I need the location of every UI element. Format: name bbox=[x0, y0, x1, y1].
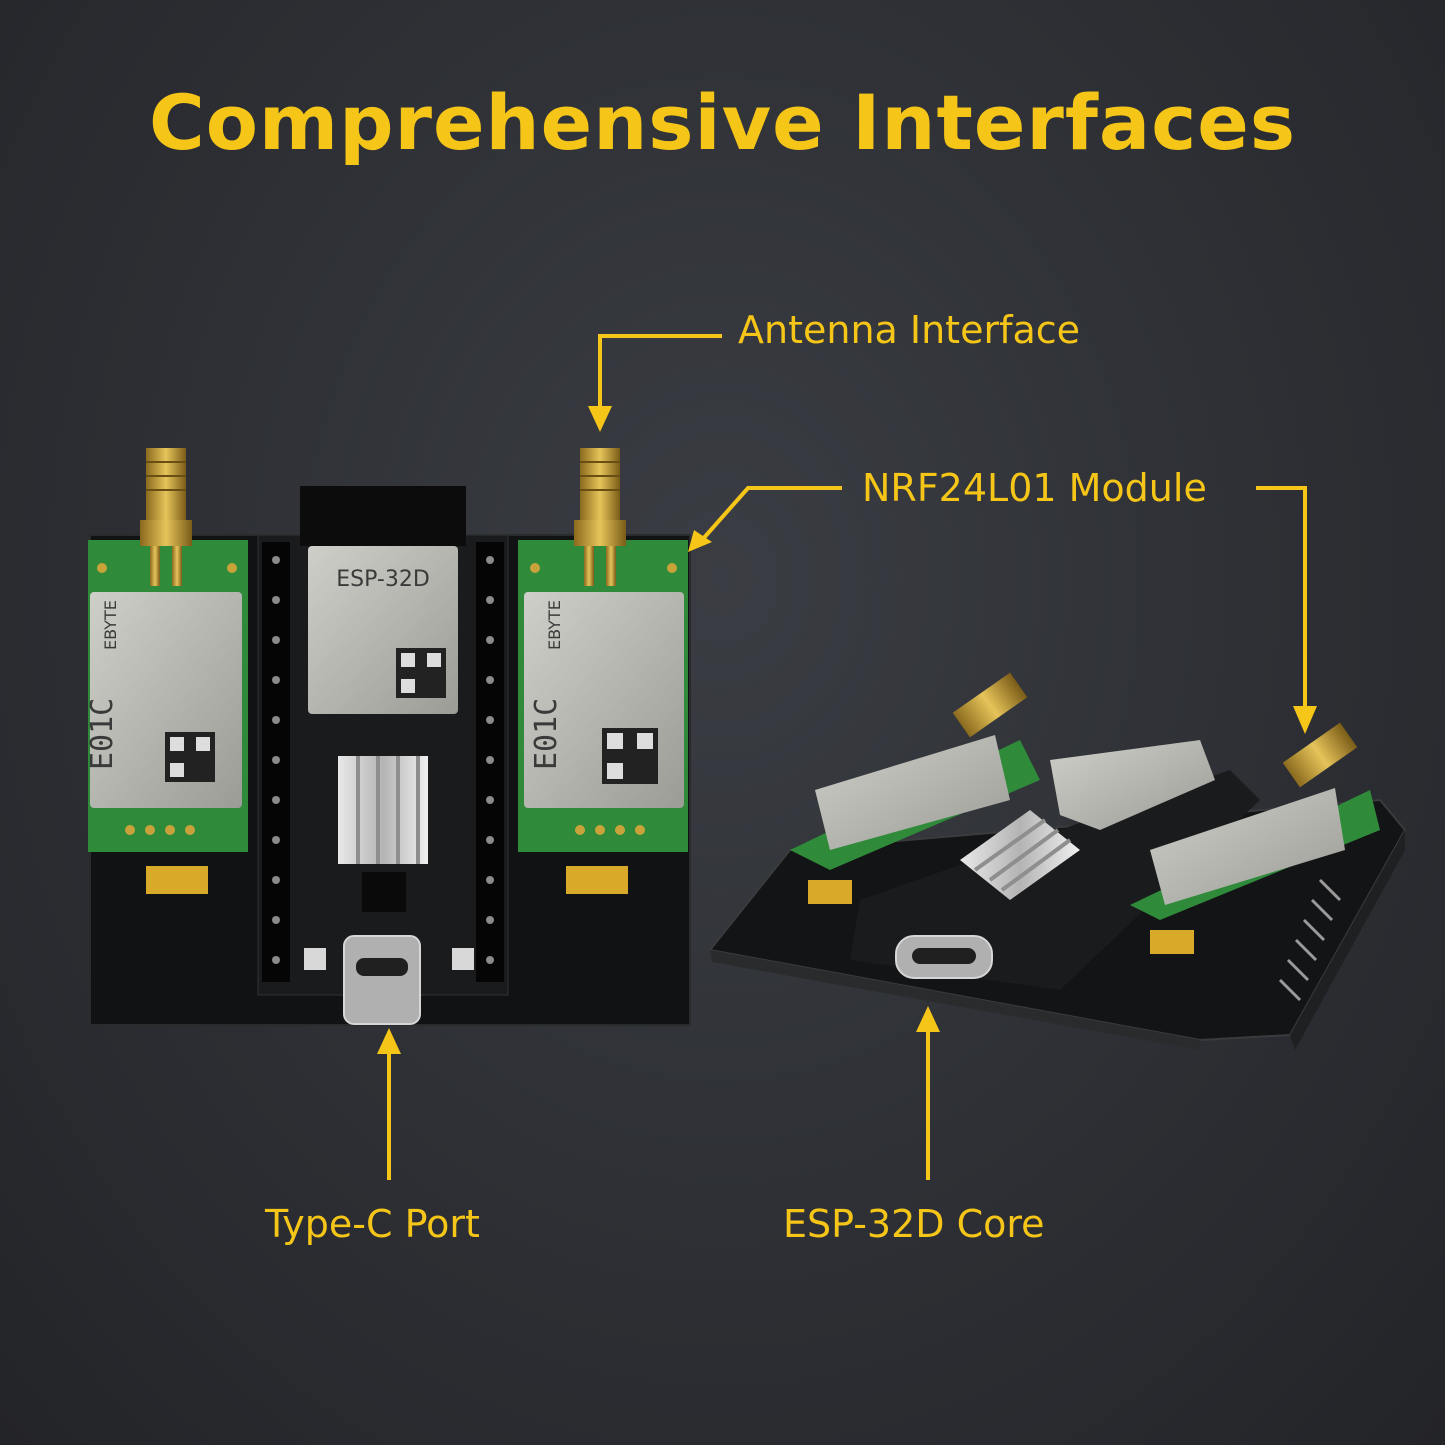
arrow-up-icon bbox=[916, 1006, 940, 1032]
boot-button bbox=[304, 948, 326, 970]
arrow-down-icon bbox=[1293, 706, 1317, 734]
angled-board bbox=[708, 672, 1407, 1050]
esp32-shield-can bbox=[1050, 740, 1215, 830]
callout-esp32d-core: ESP-32D Core bbox=[783, 1202, 1045, 1246]
callout-nrf24l01-module: NRF24L01 Module bbox=[862, 466, 1207, 510]
nrf24l01-module-right: E01C EBYTE bbox=[518, 540, 688, 852]
reset-button bbox=[452, 948, 474, 970]
module-model-label: E01C bbox=[529, 698, 564, 770]
sma-antenna-connector-right bbox=[574, 448, 626, 586]
chip-label: ESP-32D bbox=[336, 567, 430, 592]
capacitor bbox=[566, 866, 628, 894]
callout-type-c-port: Type-C Port bbox=[265, 1202, 480, 1246]
capacitor bbox=[146, 866, 208, 894]
module-model-label: E01C bbox=[85, 698, 120, 770]
capacitor bbox=[1150, 930, 1194, 954]
nrf24l01-module-left: E01C EBYTE bbox=[85, 540, 248, 852]
module-brand-label: EBYTE bbox=[545, 600, 564, 650]
callout-arrowheads bbox=[377, 406, 1317, 1054]
sma-antenna-connector bbox=[1282, 722, 1358, 788]
heatsink bbox=[960, 810, 1080, 900]
module-brand-label: EBYTE bbox=[101, 600, 120, 650]
pcb-antenna-trace bbox=[300, 486, 466, 546]
usb-c-port bbox=[343, 935, 421, 1025]
capacitor bbox=[808, 880, 852, 904]
metal-shield-can bbox=[815, 735, 1010, 850]
headline: Comprehensive Interfaces bbox=[148, 78, 1297, 167]
arrow-up-icon bbox=[377, 1028, 401, 1054]
sma-antenna-connector bbox=[952, 672, 1028, 738]
arrow-down-icon bbox=[588, 406, 612, 432]
callout-lines bbox=[387, 334, 1307, 1180]
heatsink bbox=[338, 756, 428, 864]
sma-antenna-connector-left bbox=[140, 448, 192, 586]
callout-antenna-interface: Antenna Interface bbox=[738, 308, 1081, 352]
arrow-down-left-icon bbox=[688, 530, 712, 552]
front-board: E01C EBYTE bbox=[85, 448, 691, 1026]
esp32-dev-board: ESP-32D bbox=[257, 486, 509, 1025]
metal-shield-can bbox=[1150, 788, 1345, 905]
